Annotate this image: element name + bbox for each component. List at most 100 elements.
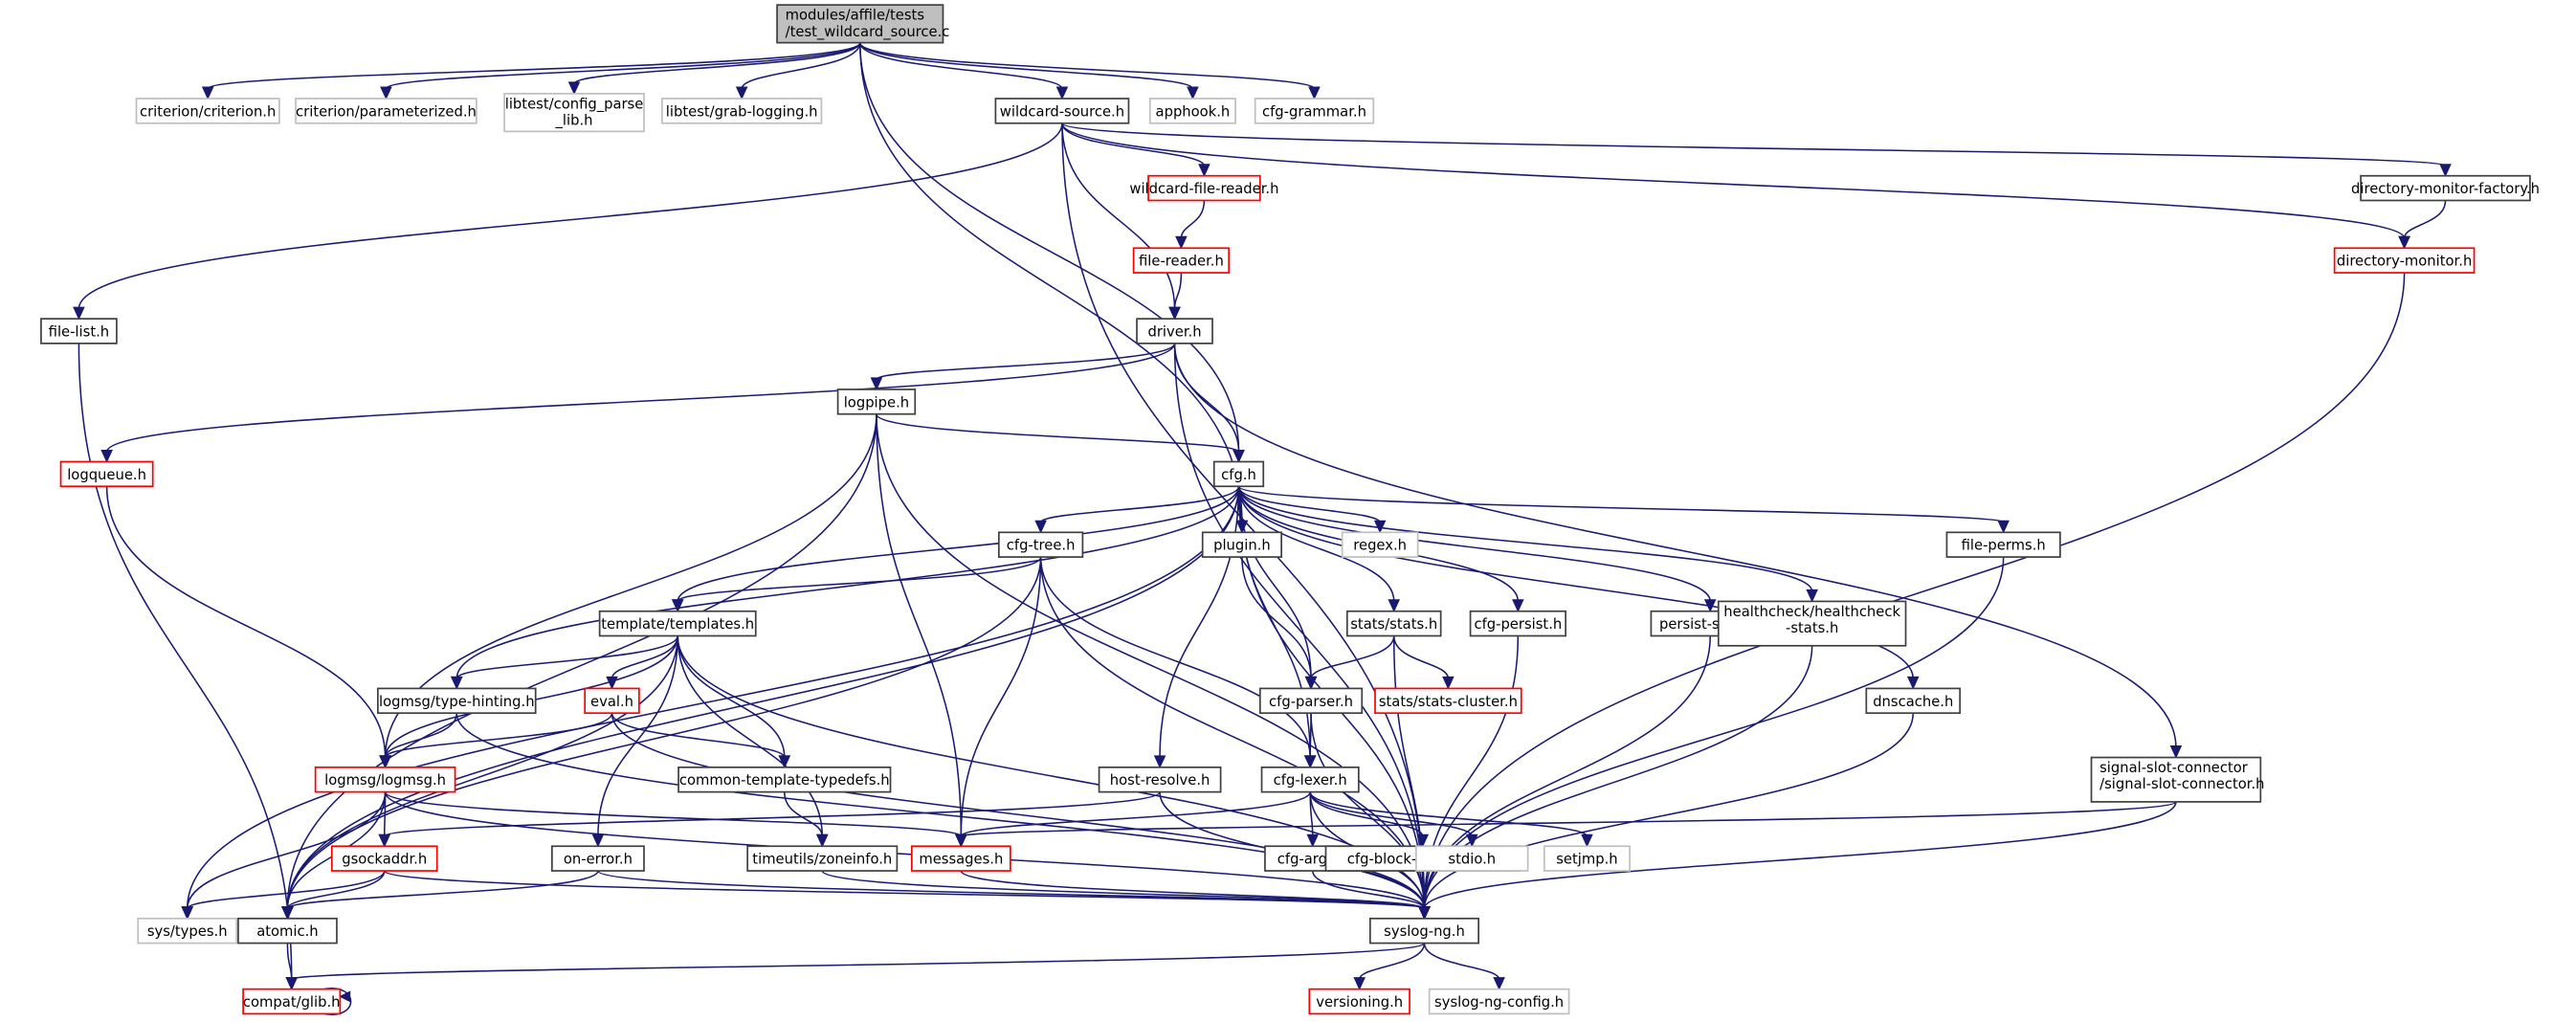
node-eval[interactable]: eval.h [584, 687, 640, 715]
node-cfg-persist[interactable]: cfg-persist.h [1469, 610, 1567, 637]
node-label: /signal-slot-connector.h [2099, 776, 2264, 792]
edge-wildcard_source-to-file_list [73, 122, 1063, 321]
node-sys-types[interactable]: sys/types.h [137, 917, 238, 944]
node-file-list[interactable]: file-list.h [40, 318, 118, 344]
node-on-error[interactable]: on-error.h [550, 845, 645, 872]
node-healthcheck[interactable]: healthcheck/healthcheck-stats.h [1717, 600, 1907, 647]
edge-logqueue-to-logmsg [105, 486, 391, 769]
node-label: cfg-lexer.h [1274, 772, 1347, 789]
node-dir-monitor-factory[interactable]: directory-monitor-factory.h [2351, 174, 2540, 202]
node-regex[interactable]: regex.h [1341, 531, 1419, 558]
node-label: atomic.h [256, 923, 318, 940]
node-apphook[interactable]: apphook.h [1148, 98, 1236, 124]
node-label: healthcheck/healthcheck [1723, 604, 1900, 620]
node-label: logqueue.h [67, 467, 146, 483]
node-box [677, 766, 892, 793]
node-box [2333, 247, 2476, 274]
node-box [314, 766, 456, 793]
node-gsockaddr[interactable]: gsockaddr.h [330, 845, 438, 872]
node-label: gsockaddr.h [342, 852, 427, 868]
node-box [910, 845, 1011, 872]
edge-syslog_ng-to-versioning [1353, 943, 1426, 990]
node-box [1254, 98, 1375, 124]
node-cfg-tree[interactable]: cfg-tree.h [997, 531, 1084, 558]
node-parameterized[interactable]: criterion/parameterized.h [295, 98, 477, 124]
node-box [776, 4, 944, 44]
node-versioning[interactable]: versioning.h [1308, 988, 1410, 1015]
node-logmsg[interactable]: logmsg/logmsg.h [314, 766, 456, 793]
node-stdio[interactable]: stdio.h [1415, 845, 1529, 872]
node-config-parse[interactable]: libtest/config_parse_lib.h [503, 93, 645, 133]
node-label: compat/glib.h [243, 994, 341, 1011]
edge-cfg-to-file_perms [1237, 485, 2010, 534]
edge-logpipe-to-logmsg [379, 413, 877, 769]
node-box [40, 318, 118, 344]
node-type-hinting[interactable]: logmsg/type-hinting.h [377, 687, 537, 715]
node-signal-slot[interactable]: signal-slot-connector/signal-slot-connec… [2090, 756, 2265, 803]
node-box [1428, 988, 1570, 1015]
node-label: stats/stats-cluster.h [1379, 694, 1518, 710]
node-file-perms[interactable]: file-perms.h [1945, 531, 2061, 558]
node-label: cfg-parser.h [1269, 694, 1353, 710]
node-label: libtest/grab-logging.h [666, 103, 818, 120]
edge-templates-to-type_hinting [450, 635, 678, 690]
node-logqueue[interactable]: logqueue.h [59, 460, 154, 488]
edge-templates-to-zoneinfo [677, 635, 829, 848]
node-cfg-grammar[interactable]: cfg-grammar.h [1254, 98, 1375, 124]
edge-cfg-to-type_hinting [450, 486, 1240, 690]
node-box [135, 98, 280, 124]
edge-cfg-to-cfg_tree [1034, 485, 1240, 534]
node-atomic[interactable]: atomic.h [237, 917, 338, 944]
node-setjmp[interactable]: setjmp.h [1543, 845, 1631, 872]
edge-stats-to-stats_cluster [1392, 635, 1455, 690]
edge-root-to-grab_logging [735, 42, 861, 100]
node-dir-monitor[interactable]: directory-monitor.h [2333, 247, 2476, 274]
node-root[interactable]: modules/affile/tests/test_wildcard_sourc… [776, 4, 949, 44]
edge-wildcard_source-to-dir_monitor_factory [1061, 122, 2452, 177]
edge-healthcheck-to-syslog_ng [1418, 645, 1813, 921]
edge-root-to-wildcard_source [858, 42, 1069, 100]
node-templates[interactable]: template/templates.h [598, 610, 757, 637]
edge-dir_monitor-to-syslog_ng [1418, 273, 2406, 921]
node-common-template[interactable]: common-template-typedefs.h [677, 766, 892, 793]
edge-cfg_tree-to-templates [671, 556, 1042, 612]
node-stats-cluster[interactable]: stats/stats-cluster.h [1374, 687, 1522, 715]
node-syslog-ng[interactable]: syslog-ng.h [1368, 917, 1480, 944]
node-box [1543, 845, 1631, 872]
edge-cfg-to-dnscache [1237, 486, 1920, 690]
node-cfg-parser[interactable]: cfg-parser.h [1258, 687, 1364, 715]
node-label: stats/stats.h [1350, 616, 1437, 633]
node-zoneinfo[interactable]: timeutils/zoneinfo.h [746, 845, 899, 872]
node-label: host-resolve.h [1110, 772, 1210, 789]
node-messages[interactable]: messages.h [910, 845, 1011, 872]
node-host-resolve[interactable]: host-resolve.h [1098, 766, 1222, 793]
node-wildcard-source[interactable]: wildcard-source.h [994, 98, 1130, 124]
node-plugin[interactable]: plugin.h [1201, 531, 1282, 558]
node-box [1374, 687, 1522, 715]
edge-logpipe-to-atomic [281, 413, 877, 921]
node-stats[interactable]: stats/stats.h [1345, 610, 1442, 637]
node-dnscache[interactable]: dnscache.h [1865, 687, 1962, 715]
node-criterion[interactable]: criterion/criterion.h [135, 98, 280, 124]
node-file-reader[interactable]: file-reader.h [1132, 247, 1231, 274]
node-label: logpipe.h [844, 394, 909, 411]
edge-logmsg-to-messages [384, 790, 967, 848]
node-box [2090, 756, 2262, 803]
node-label: plugin.h [1213, 538, 1271, 554]
node-box [1368, 917, 1480, 944]
node-driver[interactable]: driver.h [1136, 318, 1213, 344]
node-cfg[interactable]: cfg.h [1212, 460, 1265, 488]
edge-stats-to-cfg_parser [1304, 635, 1395, 690]
node-box [1136, 318, 1213, 344]
node-logpipe[interactable]: logpipe.h [836, 389, 917, 415]
node-syslog-ng-config[interactable]: syslog-ng-config.h [1428, 988, 1570, 1015]
node-cfg-lexer[interactable]: cfg-lexer.h [1260, 766, 1360, 793]
node-label: cfg.h [1221, 467, 1256, 483]
node-glib[interactable]: compat/glib.h [242, 988, 342, 1015]
node-label: file-list.h [49, 323, 109, 340]
node-wildcard-file-reader[interactable]: wildcard-file-reader.h [1129, 174, 1278, 202]
node-box [1865, 687, 1962, 715]
node-grab-logging[interactable]: libtest/grab-logging.h [661, 98, 823, 124]
edge-cfg_lexer-to-cfg_block_gen [1309, 791, 1430, 848]
